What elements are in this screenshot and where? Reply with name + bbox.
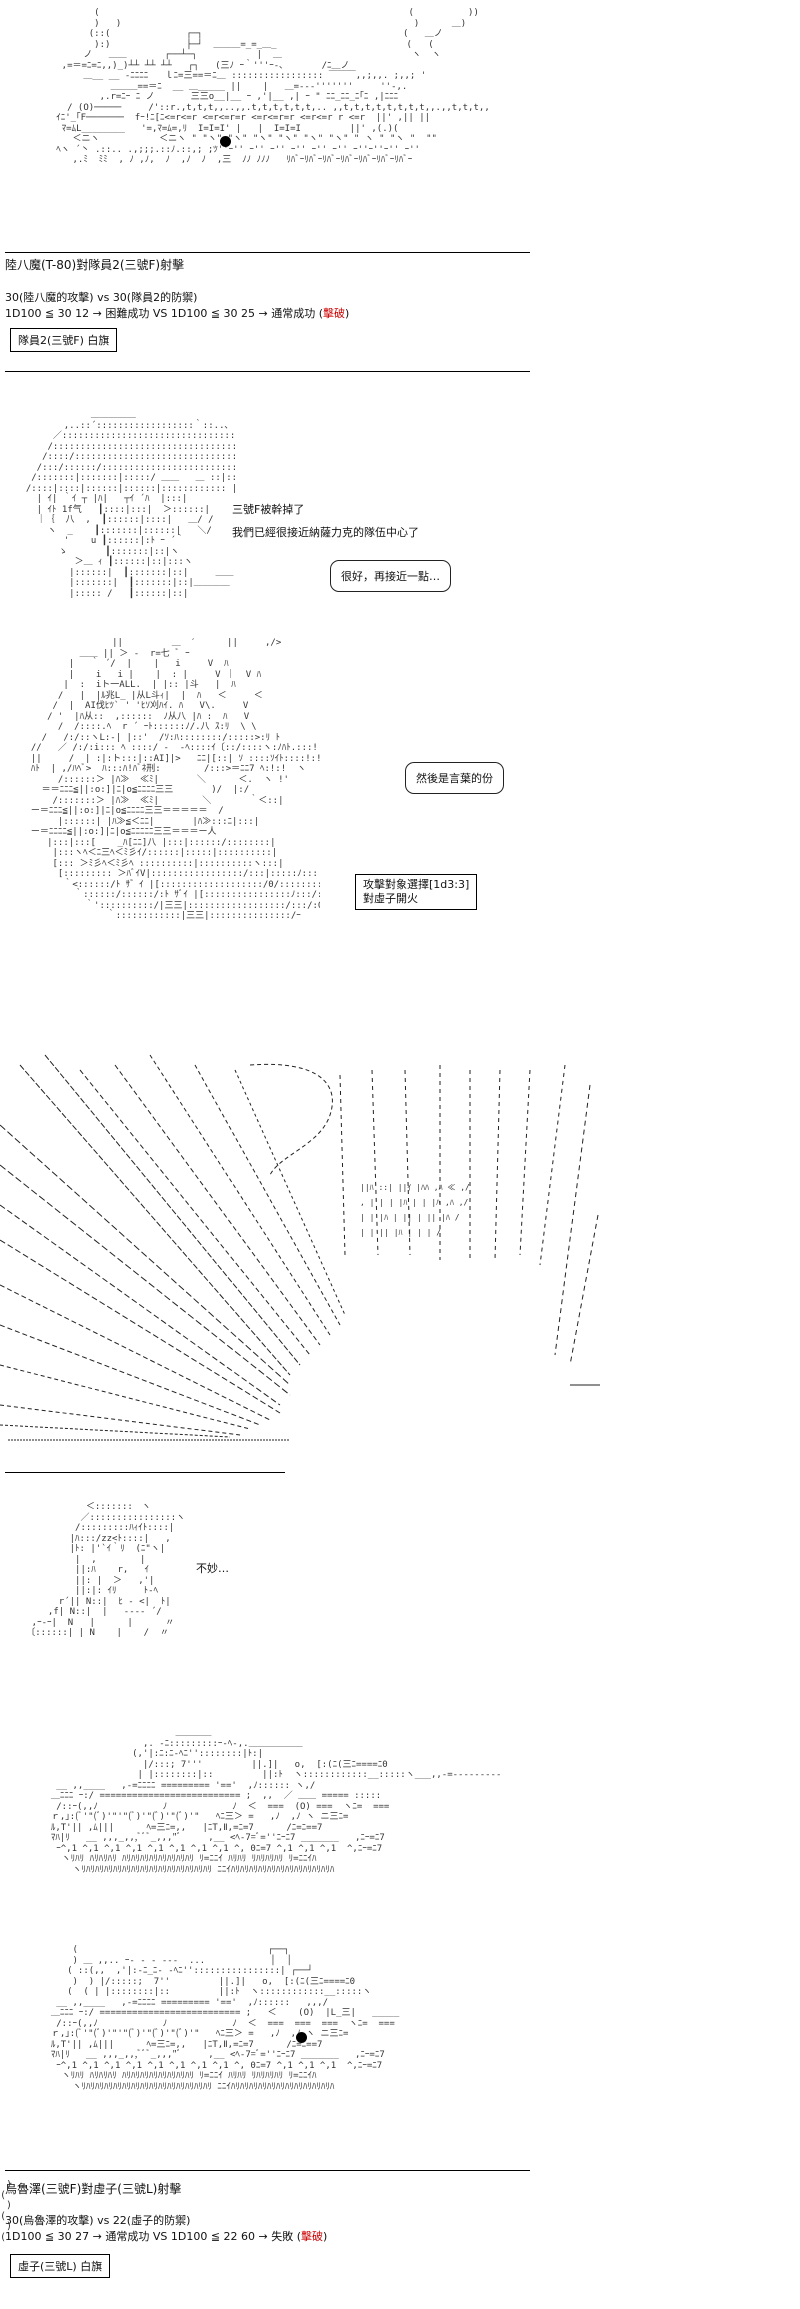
white-flag-box-1: 隊員2(三號F) 白旗 [10,328,118,352]
white-flag-box-2: 虛子(三號L) 白旗 [10,2254,111,2278]
attack-roll-line-1: 1D100 ≦ 30 12 → 困難成功 VS 1D100 ≦ 30 25 → … [5,307,350,320]
svg-text:| | || |ﾊ | | | /: | | || |ﾊ | | | / [360,1228,441,1237]
section-divider [5,371,530,372]
speech-bubble-1: 很好，再接近一點… [330,560,451,592]
attack-stats-line-1: 30(陸八魔的攻擊) vs 30(隊員2的防禦) [5,291,198,304]
tank-ascii-art-3: ( ┌──┐ ) ＿ ,,.. ｰ- ‐ ‐ -‐- ... │ │ ( ::(… [50,1945,400,2092]
target-roll-line: 攻擊對象選擇[1d3:3] [363,878,470,891]
section-divider [5,1472,285,1473]
section-divider [5,252,530,253]
section-divider [5,2170,530,2171]
tank-ascii-art-2: ＿＿＿＿ ,. -ﾆ:::::::::ｰ-ﾍ-,.＿＿＿＿＿＿ (,'|:ﾆ:ﾆ… [50,1728,502,1875]
speech-line-2: 我們已經很接近納薩力克的隊伍中心了 [232,526,419,539]
attack-stats-line-2: 30(烏魯澤的攻擊) vs 22(虛子的防禦) [5,2214,191,2227]
attack-title-1: 陸八魔(T-80)對隊員2(三號F)射擊 [5,258,185,272]
girl-ascii-art: || ＿ ˊ || ,/> ＿＿ || ＞ - r=七 ﾞ ｰ | ｀ ´/ |… [30,638,320,921]
smoke-ascii-art: ) ( ) ( ) ( [0,2180,13,2243]
destroyed-label-2: 擊破 [301,2230,324,2243]
reaction-text: 不妙… [196,1562,229,1575]
speech-bubble-2: 然後是言葉的份 [405,762,504,794]
svg-text:||ﾊ ::| ||ｲ |ﾊﾊ ,ﾊ ≪ ,/: ||ﾊ ::| ||ｲ |ﾊﾊ ,ﾊ ≪ ,/ [360,1183,470,1192]
worried-ascii-art: ＜:::::::｀ヽ ／::::::::::::::::ヽ /:::::::::… [26,1502,186,1638]
tank-emblem-dot [296,2032,307,2043]
speech-line-1: 三號F被幹掉了 [232,503,305,516]
attack-title-2: 烏魯澤(三號F)對虛子(三號L)射擊 [5,2182,182,2196]
svg-text:| | |ﾊ | || | || |ﾊ /: | | |ﾊ | || | || |ﾊ / [360,1213,460,1222]
target-select-box: 攻擊對象選擇[1d3:3] 對虛子開火 [355,874,478,910]
attack-roll-line-2: 1D100 ≦ 30 27 → 通常成功 VS 1D100 ≦ 22 60 → … [5,2230,328,2243]
tank-emblem-dot [220,136,231,147]
destroyed-label-1: 擊破 [323,307,346,320]
tank-ascii-art-1: ( ( )) ) ) ) ＿) (::( ┌─┐ [56,8,490,165]
target-fire-line: 對虛子開火 [363,892,418,905]
firing-burst-lines: ||ﾊ ::| ||ｲ |ﾊﾊ ,ﾊ ≪ ,/ , | | | |ﾊ | | |… [0,1054,600,1441]
svg-text:, | | | |ﾊ | | |ﾊ ,ﾊ ,/: , | | | |ﾊ | | |ﾊ ,ﾊ ,/ [360,1198,469,1207]
commander-ascii-art: ＿＿＿＿＿ ,..::´::::::::::::::::::｀::..､ ／::… [25,410,235,599]
